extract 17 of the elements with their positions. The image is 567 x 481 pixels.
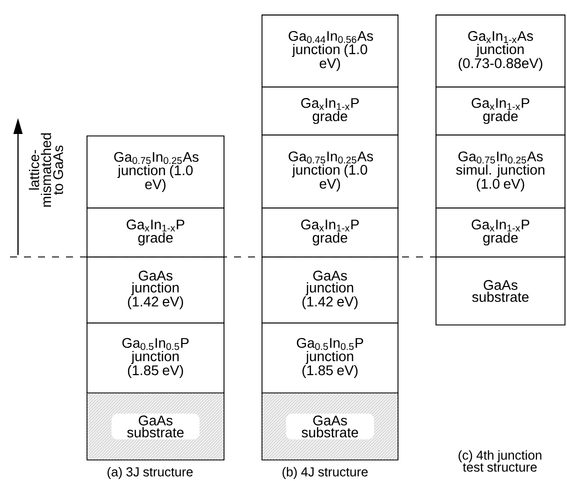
layer-box: Ga$_{x}$In$_{1-x}$P grade <box>436 86 566 136</box>
substrate-layer: GaAs substrate <box>286 414 374 440</box>
layer-box: GaAs junction (1.42 eV) <box>86 256 224 324</box>
layer-box: Ga$_{x}$In$_{1-x}$P grade <box>436 208 566 258</box>
layer-box: Ga$_{0.75}$In$_{0.25}$As simul. junction (1.0 eV) <box>436 134 566 208</box>
substrate-layer: GaAs substrate <box>112 414 200 440</box>
layer-box: Ga$_{x}$In$_{1-x}$As junction (0.73-0.88eV) <box>436 14 566 88</box>
layer-box: Ga$_{0.75}$In$_{0.25}$As junction (1.0 eV) <box>86 136 224 208</box>
layer-box: Ga$_{0.75}$In$_{0.25}$As junction (1.0 eV) <box>262 134 398 208</box>
caption: (c) 4th junction test structure <box>458 450 542 472</box>
layer-box: GaAs substrate <box>436 256 566 326</box>
layer-box: Ga$_{0.44}$In$_{0.56}$As junction (1.0 eV) <box>262 14 398 88</box>
layer-box: Ga$_{x}$In$_{1-x}$P grade <box>86 208 224 258</box>
axis-label: lattice-mismatched to GaAs <box>28 133 64 207</box>
layer-box: Ga$_{x}$In$_{1-x}$P grade <box>262 86 398 136</box>
layer-box: Ga$_{x}$In$_{1-x}$P grade <box>262 208 398 258</box>
layer-box: GaAs junction (1.42 eV) <box>262 256 398 324</box>
